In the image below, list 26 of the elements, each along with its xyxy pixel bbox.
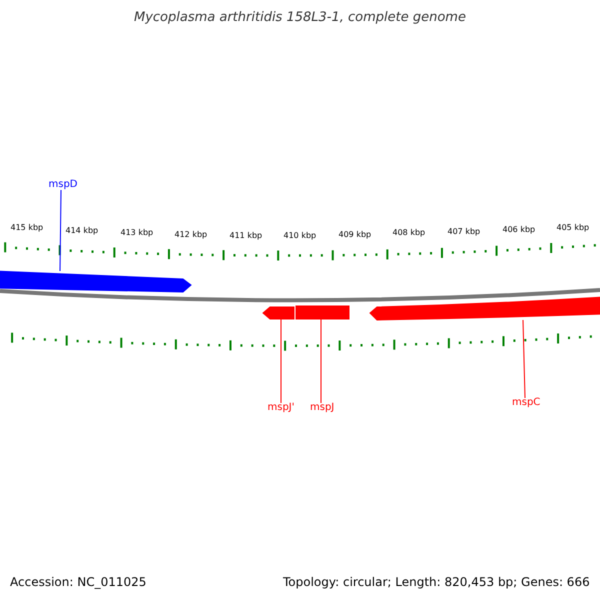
leader-line	[60, 190, 62, 272]
chart-title: Mycoplasma arthritidis 158L3-1, complete genome	[134, 11, 466, 24]
accession-text: Accession: NC_011025	[10, 576, 146, 588]
gene-label: mspJ'	[268, 403, 294, 413]
scale-label: 409 kbp	[338, 231, 372, 239]
scale-label: 408 kbp	[392, 229, 426, 237]
scale-label: 414 kbp	[66, 227, 98, 235]
gene-label: mspC	[512, 398, 540, 408]
scale-label: 413 kbp	[120, 229, 154, 237]
gene-feature	[296, 306, 350, 320]
gene-label: mspD	[48, 180, 78, 190]
leader-line	[320, 318, 322, 404]
leader-line	[280, 318, 282, 404]
scale-label: 405 kbp	[556, 224, 590, 232]
gene-feature	[262, 306, 294, 320]
scale-label: 411 kbp	[230, 232, 262, 240]
scale-label: 412 kbp	[174, 231, 208, 239]
gene-feature	[370, 296, 600, 320]
genome-info-text: Topology: circular; Length: 820,453 bp; Genes: 666	[283, 576, 590, 588]
scale-label: 406 kbp	[502, 226, 536, 234]
gene-feature	[0, 270, 192, 292]
scale-label: 415 kbp	[10, 224, 44, 232]
scale-label: 410 kbp	[284, 232, 316, 240]
scale-label: 407 kbp	[448, 228, 480, 236]
leader-line	[522, 320, 526, 398]
gene-label: mspJ	[310, 403, 334, 413]
